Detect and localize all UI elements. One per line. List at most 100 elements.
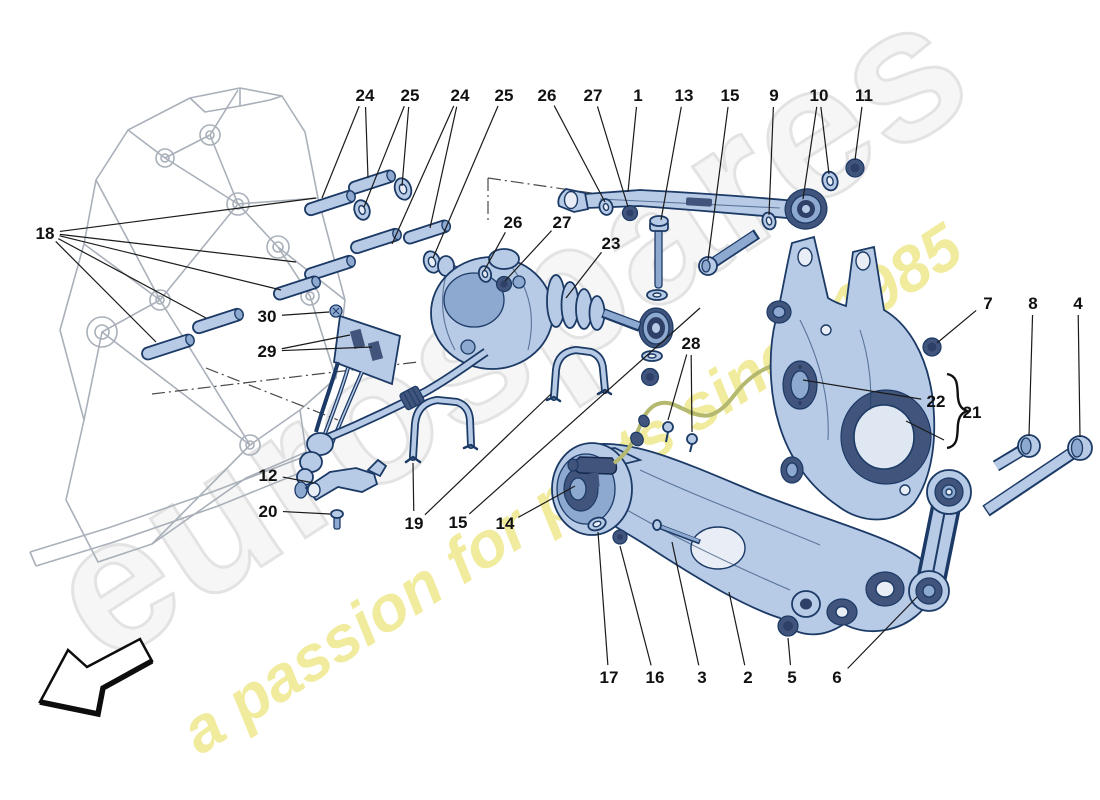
washer-26b [477, 265, 493, 283]
mounting-pins [141, 169, 452, 361]
callout-label-14: 14 [496, 514, 515, 533]
leader-line-7 [936, 309, 977, 344]
callout-label-24: 24 [356, 86, 375, 105]
callout-20: 20 [259, 502, 331, 521]
chassis-frame [29, 87, 346, 567]
callout-25: 25 [432, 86, 513, 259]
callout-7: 7 [936, 294, 993, 344]
callout-18: 18 [36, 197, 317, 343]
callout-label-26: 26 [504, 213, 523, 232]
underarm-hardware [587, 516, 799, 637]
callout-23: 23 [565, 234, 621, 299]
callout-24: 24 [391, 86, 470, 245]
callout-label-11: 11 [855, 86, 873, 105]
bracket-21-brace [946, 372, 971, 450]
nut-27b [495, 275, 513, 293]
washer-17 [587, 516, 607, 532]
callout-label-13: 13 [675, 86, 694, 105]
leader-line-3 [671, 541, 700, 666]
leader-line-17 [597, 531, 609, 666]
leader-line-18 [55, 240, 157, 343]
leader-line-8 [1028, 314, 1034, 437]
callout-27: 27 [504, 213, 572, 282]
leader-line-22 [802, 379, 922, 400]
nut-16 [612, 529, 628, 545]
screw-3 [652, 519, 701, 545]
leader-line-13 [660, 106, 682, 221]
nut-7 [922, 337, 942, 357]
leader-line-25 [363, 105, 405, 208]
leader-line-28 [667, 354, 688, 421]
callout-label-16: 16 [646, 668, 665, 687]
callout-label-10: 10 [810, 86, 829, 105]
wheel-hub-sensor [551, 364, 773, 536]
leader-line-28 [690, 354, 693, 433]
callout-label-5: 5 [787, 668, 796, 687]
callout-6: 6 [832, 596, 918, 687]
bolt-15 [698, 211, 777, 276]
callout-label-9: 9 [769, 86, 778, 105]
bolt-8 [992, 434, 1041, 472]
callout-1: 1 [627, 86, 643, 193]
arm-bushing [784, 188, 828, 230]
connector-bracket [329, 304, 402, 386]
callout-26: 26 [538, 86, 606, 203]
leader-line-1 [627, 106, 638, 193]
callout-label-23: 23 [602, 234, 621, 253]
callout-9: 9 [768, 86, 779, 216]
leader-line-15 [707, 106, 729, 261]
callout-label-30: 30 [258, 307, 277, 326]
callout-5: 5 [787, 637, 797, 687]
callout-label-1: 1 [633, 86, 642, 105]
leader-line-9 [768, 106, 774, 216]
callout-16: 16 [619, 545, 665, 687]
wheel-hub-carrier [766, 235, 942, 521]
callout-label-26: 26 [538, 86, 557, 105]
leader-line-18 [57, 238, 207, 319]
leader-line-11 [854, 106, 863, 161]
cable-clips-28 [662, 421, 698, 453]
callout-label-29: 29 [258, 342, 277, 361]
leader-line-24 [321, 105, 360, 199]
leader-line-2 [728, 591, 746, 666]
callout-22: 22 [802, 379, 946, 411]
callout-label-22: 22 [927, 392, 946, 411]
toe-link [908, 469, 972, 612]
leader-line-5 [787, 637, 792, 666]
callout-label-27: 27 [553, 213, 572, 232]
leader-line-19 [424, 393, 552, 516]
leader-line-18 [59, 197, 317, 233]
leader-line-19 [412, 462, 415, 512]
washer-10 [821, 170, 839, 192]
callout-label-15: 15 [449, 513, 468, 532]
callout-25: 25 [363, 86, 419, 208]
callout-label-24: 24 [451, 86, 470, 105]
callout-label-28: 28 [682, 334, 701, 353]
callout-3: 3 [671, 541, 707, 687]
upper-link-arm [557, 158, 865, 230]
leader-line-23 [565, 251, 602, 299]
nut-11 [845, 158, 865, 178]
callout-label-3: 3 [697, 668, 706, 687]
callout-label-20: 20 [259, 502, 278, 521]
washer-9 [761, 211, 777, 231]
leader-line-14 [517, 485, 576, 518]
leader-line-25 [401, 106, 410, 187]
callout-24: 24 [321, 86, 375, 199]
leader-line-24 [364, 106, 369, 179]
callout-17: 17 [597, 531, 618, 687]
screw-20 [330, 509, 344, 530]
leader-line-18 [59, 235, 282, 291]
leader-line-24 [391, 105, 455, 245]
callout-28: 28 [667, 334, 701, 433]
callout-label-7: 7 [983, 294, 992, 313]
nut-27 [621, 204, 639, 222]
callout-label-27: 27 [584, 86, 603, 105]
leader-line-26 [483, 232, 506, 272]
leader-line-12 [282, 476, 315, 484]
leader-line-21 [905, 420, 945, 441]
callout-label-12: 12 [259, 466, 278, 485]
leader-line-10 [820, 106, 830, 175]
